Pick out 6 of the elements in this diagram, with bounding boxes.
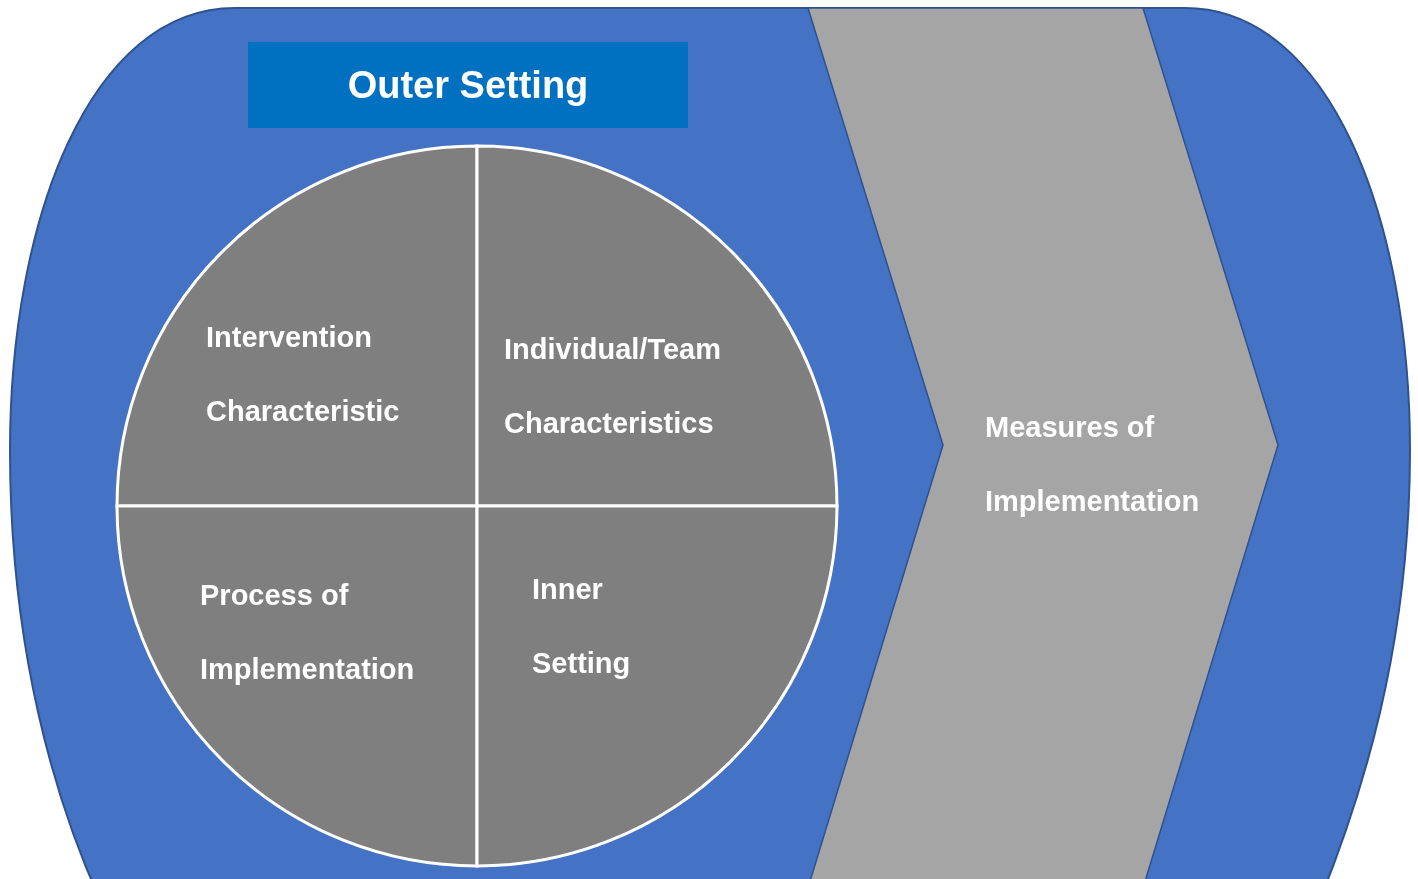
chevron-label: Measures of Implementation: [985, 410, 1201, 519]
segment-label: Intervention Characteristic: [206, 320, 401, 429]
segment-label: Process of Implementation: [200, 578, 416, 687]
segment-label: Individual/Team Characteristics: [504, 332, 722, 441]
segment-label: Inner Setting: [532, 572, 632, 681]
title-banner: Outer Setting: [248, 42, 688, 128]
